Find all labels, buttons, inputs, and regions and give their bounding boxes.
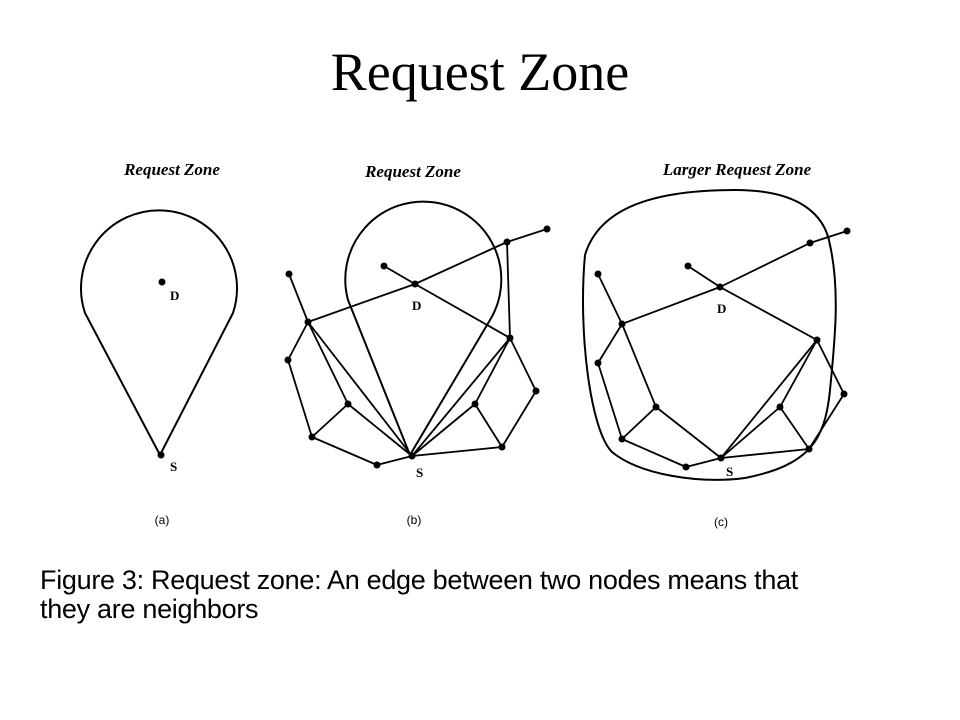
panel-c-node bbox=[652, 403, 660, 411]
panel-c-node bbox=[776, 403, 784, 411]
panel-a-source-label: S bbox=[170, 459, 177, 474]
panel-c-dest-label: D bbox=[717, 301, 726, 316]
panel-c-node bbox=[618, 320, 626, 328]
panel-b-source-node bbox=[408, 452, 416, 460]
panel-b-node bbox=[498, 443, 506, 451]
panel-b-node bbox=[506, 334, 514, 342]
panel-c-source-node bbox=[717, 454, 725, 462]
panel-c-node bbox=[806, 239, 814, 247]
panel-b-source-label: S bbox=[416, 465, 423, 480]
panel-a-dest-node bbox=[158, 278, 166, 286]
panel-c-request-zone-boundary bbox=[582, 188, 837, 481]
panel-b-node bbox=[373, 461, 381, 469]
panel-b-node bbox=[344, 400, 352, 408]
panel-c-nodes bbox=[594, 227, 851, 471]
figure-caption-line-2: they are neighbors bbox=[40, 594, 259, 624]
panel-c-node bbox=[813, 336, 821, 344]
panel-c-node bbox=[684, 262, 692, 270]
panel-c-source-label: S bbox=[726, 464, 733, 479]
panel-a-request-zone-boundary bbox=[80, 209, 238, 458]
panel-b-dest-node bbox=[411, 280, 419, 288]
panel-a-source-node bbox=[157, 451, 165, 459]
panel-b-label: (b) bbox=[407, 513, 422, 527]
panel-c bbox=[582, 188, 848, 481]
panel-b-request-zone-boundary bbox=[344, 200, 503, 458]
panel-b-node bbox=[471, 400, 479, 408]
panel-a-label: (a) bbox=[155, 513, 170, 527]
panel-c-label: (c) bbox=[714, 515, 728, 529]
panel-c-node bbox=[843, 227, 851, 235]
panel-b-node bbox=[380, 262, 388, 270]
panel-b-node bbox=[503, 238, 511, 246]
panel-c-heading: Larger Request Zone bbox=[662, 160, 812, 179]
panel-a-heading: Request Zone bbox=[123, 160, 220, 179]
panel-a bbox=[80, 209, 238, 458]
figure-caption-line-1: Figure 3: Request zone: An edge between … bbox=[40, 565, 799, 595]
panel-b-node bbox=[543, 225, 551, 233]
panel-c-dest-node bbox=[716, 283, 724, 291]
panel-c-node bbox=[840, 390, 848, 398]
panel-b-node bbox=[308, 433, 316, 441]
panel-c-node bbox=[594, 359, 602, 367]
panel-c-node bbox=[682, 463, 690, 471]
panel-b-nodes bbox=[284, 225, 551, 469]
panel-c-node bbox=[594, 270, 602, 278]
panel-b-dest-label: D bbox=[412, 298, 421, 313]
panel-a-dest-label: D bbox=[170, 288, 179, 303]
panel-b-node bbox=[304, 318, 312, 326]
panel-c-edges bbox=[597, 230, 848, 468]
figure-caption: Figure 3: Request zone: An edge between … bbox=[40, 566, 920, 624]
panel-b-heading: Request Zone bbox=[364, 162, 461, 181]
panel-b bbox=[287, 200, 548, 466]
panel-c-node bbox=[805, 445, 813, 453]
panel-b-node bbox=[285, 270, 293, 278]
panel-b-edges bbox=[287, 228, 548, 466]
panel-b-node bbox=[284, 356, 292, 364]
slide-title: Request Zone bbox=[330, 42, 630, 102]
panel-b-node bbox=[532, 387, 540, 395]
panel-c-node bbox=[618, 435, 626, 443]
